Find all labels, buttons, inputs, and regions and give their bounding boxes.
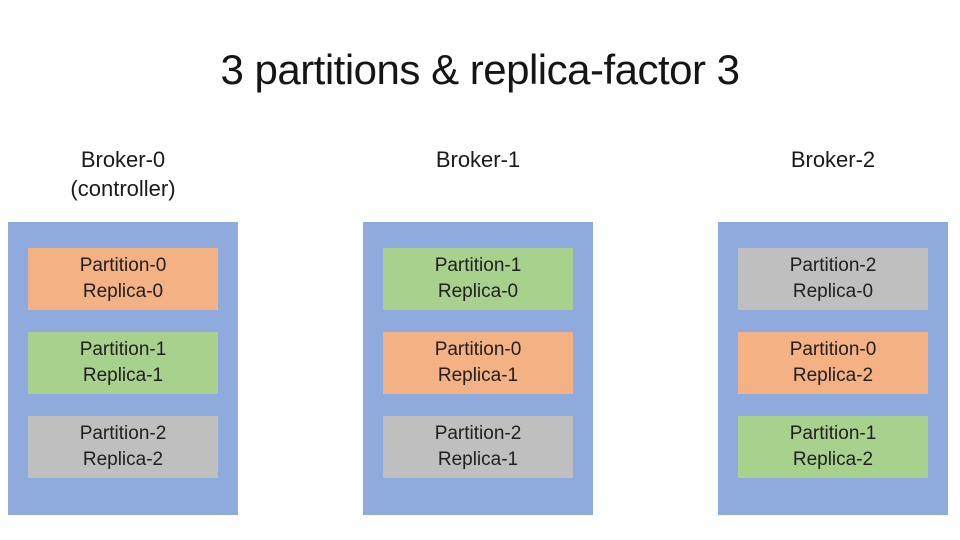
partition-cell: Partition-2 Replica-1 — [383, 416, 573, 478]
replica-label: Replica-0 — [82, 281, 164, 302]
partition-cell: Partition-0 Replica-1 — [383, 332, 573, 394]
replica-label: Replica-2 — [792, 365, 874, 386]
replica-label: Replica-1 — [437, 365, 519, 386]
broker-2-name: Broker-2 — [790, 147, 876, 172]
partition-label: Partition-1 — [789, 423, 877, 444]
broker-2-box: Partition-2 Replica-0 Partition-0 Replic… — [718, 222, 948, 515]
partition-label: Partition-0 — [79, 255, 167, 276]
broker-0-name: Broker-0 — [80, 147, 166, 172]
broker-1-box: Partition-1 Replica-0 Partition-0 Replic… — [363, 222, 593, 515]
partition-label: Partition-0 — [434, 339, 522, 360]
replica-label: Replica-2 — [82, 449, 164, 470]
broker-2-label: Broker-2 — [718, 145, 948, 222]
broker-0-box: Partition-0 Replica-0 Partition-1 Replic… — [8, 222, 238, 515]
partition-cell: Partition-2 Replica-0 — [738, 248, 928, 310]
partition-label: Partition-2 — [79, 423, 167, 444]
replica-label: Replica-1 — [437, 449, 519, 470]
partition-label: Partition-0 — [789, 339, 877, 360]
slide-title: 3 partitions & replica-factor 3 — [220, 46, 740, 93]
partition-cell: Partition-1 Replica-0 — [383, 248, 573, 310]
broker-column-0: Broker-0 (controller) Partition-0 Replic… — [8, 145, 238, 515]
partition-label: Partition-2 — [789, 255, 877, 276]
replica-label: Replica-0 — [437, 281, 519, 302]
partition-label: Partition-2 — [434, 423, 522, 444]
replica-label: Replica-0 — [792, 281, 874, 302]
partition-cell: Partition-0 Replica-2 — [738, 332, 928, 394]
broker-0-role: (controller) — [70, 176, 176, 201]
broker-column-2: Broker-2 Partition-2 Replica-0 Partition… — [718, 145, 948, 515]
broker-1-name: Broker-1 — [435, 147, 521, 172]
partition-cell: Partition-1 Replica-2 — [738, 416, 928, 478]
partition-cell: Partition-1 Replica-1 — [28, 332, 218, 394]
partition-label: Partition-1 — [434, 255, 522, 276]
replica-label: Replica-1 — [82, 365, 164, 386]
broker-1-label: Broker-1 — [363, 145, 593, 222]
partition-cell: Partition-0 Replica-0 — [28, 248, 218, 310]
broker-column-1: Broker-1 Partition-1 Replica-0 Partition… — [363, 145, 593, 515]
partition-cell: Partition-2 Replica-2 — [28, 416, 218, 478]
partition-label: Partition-1 — [79, 339, 167, 360]
replica-label: Replica-2 — [792, 449, 874, 470]
broker-0-label: Broker-0 (controller) — [8, 145, 238, 222]
